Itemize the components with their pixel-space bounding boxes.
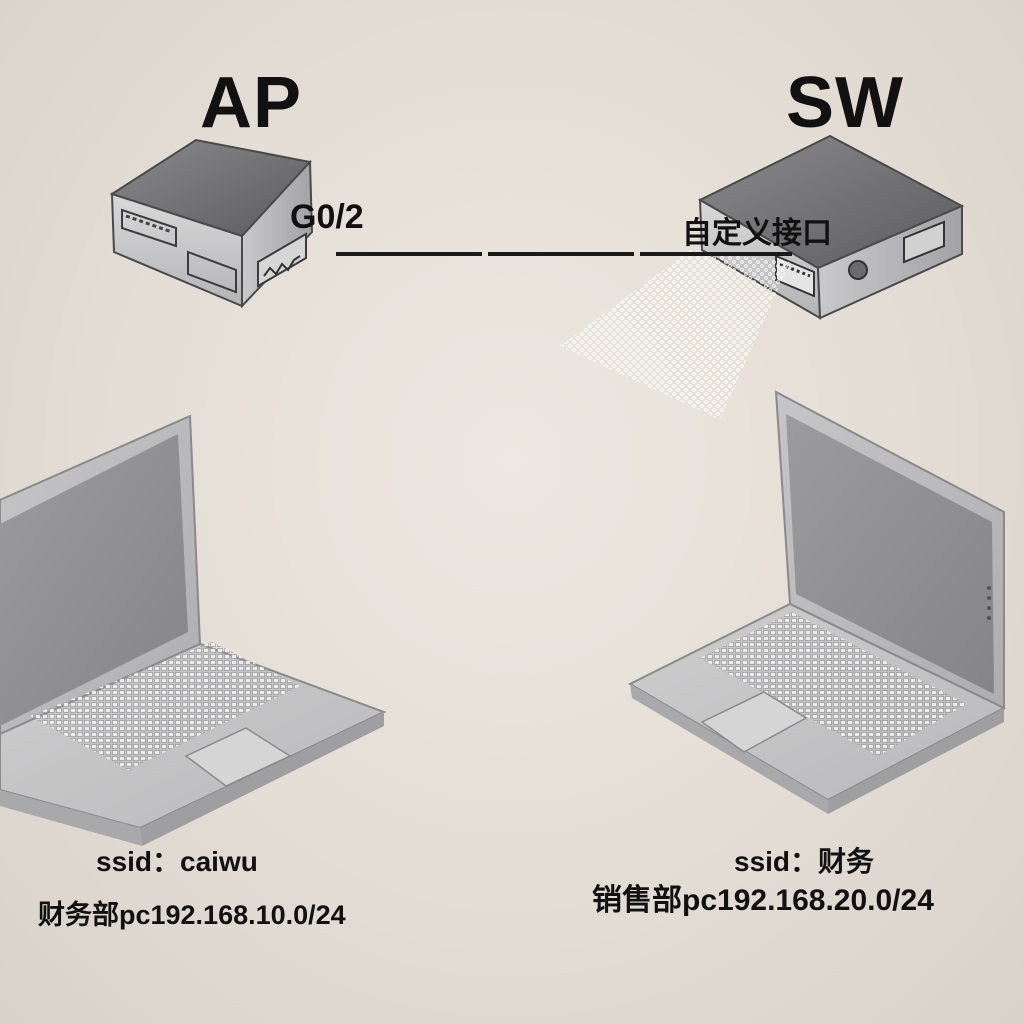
sw-port-label: 自定义接口: [682, 217, 832, 250]
laptop-right-screen: [786, 414, 994, 694]
laptop-right-keyboard: [700, 612, 966, 756]
laptop-left-screen: [0, 434, 188, 726]
ssid-label-left: ssid：caiwu: [96, 846, 258, 877]
ap-side-ports: [257, 232, 307, 288]
sw-label: SW: [786, 63, 904, 143]
sw-ports: [775, 220, 945, 298]
laptop-left-keyboard: [30, 642, 300, 770]
ap-front-ports: [121, 208, 237, 294]
ap-device[interactable]: [109, 138, 314, 309]
laptop-right[interactable]: [627, 390, 1007, 814]
ap-label: AP: [200, 63, 303, 143]
laptop-right-trackpad: [700, 691, 808, 753]
wireless-signal: [560, 250, 790, 420]
pc-network-label-right: 销售部pc192.168.20.0/24: [592, 884, 934, 917]
sw-device[interactable]: [697, 134, 965, 320]
ssid-label-right: ssid：财务: [734, 846, 875, 877]
ap-port-label: G0/2: [290, 198, 364, 236]
laptop-left[interactable]: [0, 414, 387, 846]
laptop-left-trackpad: [184, 727, 292, 787]
laptop-right-indicators: [987, 586, 991, 620]
pc-network-label-left: 财务部pc192.168.10.0/24: [38, 900, 346, 930]
